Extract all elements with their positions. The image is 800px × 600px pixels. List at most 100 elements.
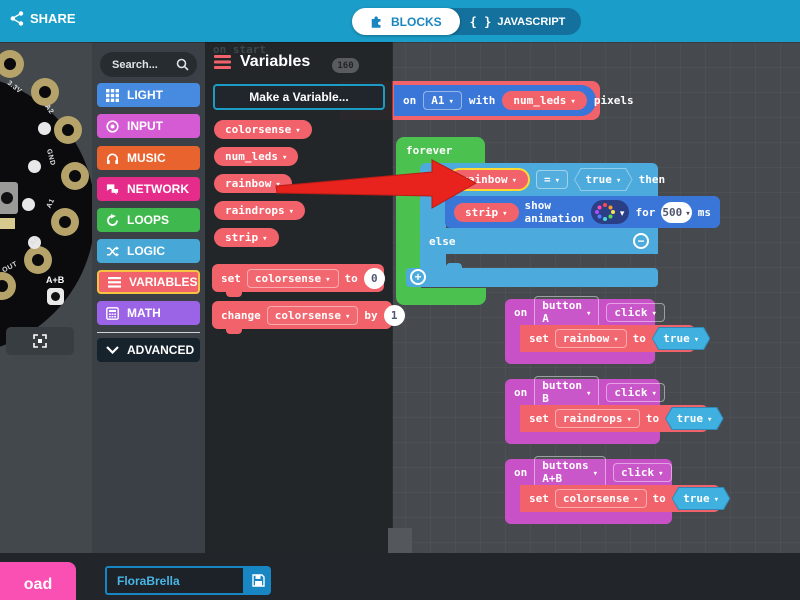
aplusb-button[interactable]: [47, 288, 64, 305]
add-else-button[interactable]: +: [410, 269, 426, 285]
set-rainbow-block[interactable]: set rainbow to true true: [520, 325, 711, 352]
change-variable-block[interactable]: change colorsense by 1: [212, 301, 405, 334]
true-value-hex[interactable]: true true: [665, 407, 724, 430]
chevron-down-icon: [498, 206, 507, 219]
true-value-hex[interactable]: true true: [671, 487, 731, 510]
board-pad[interactable]: [24, 246, 52, 274]
board-pad[interactable]: [61, 162, 89, 190]
download-button[interactable]: oad: [0, 562, 76, 600]
search-input[interactable]: [112, 58, 176, 71]
sidebar-item-input[interactable]: INPUT: [97, 114, 200, 138]
button-dropdown[interactable]: button B: [534, 376, 600, 408]
category-sidebar: LIGHT INPUT MUSIC NETWORK: [92, 42, 205, 553]
variable-dropdown[interactable]: colorsense: [266, 305, 359, 325]
sidebar-item-advanced[interactable]: ADVANCED: [97, 338, 200, 362]
variable-pill-strip[interactable]: strip: [214, 228, 279, 247]
variable-pill-num-leds[interactable]: num_leds: [214, 147, 299, 166]
chevron-down-icon: [445, 94, 454, 107]
animation-preview-dropdown[interactable]: [590, 200, 630, 224]
sidebar-divider: [97, 332, 200, 333]
chevron-down-icon: [341, 309, 350, 322]
filename-input[interactable]: [105, 566, 245, 595]
variable-dropdown[interactable]: rainbow: [554, 329, 627, 348]
rainbow-condition-pill[interactable]: rainbow: [448, 168, 531, 191]
variable-dropdown[interactable]: raindrops: [554, 409, 640, 428]
port-dropdown[interactable]: A1: [423, 91, 462, 110]
set-variable-block[interactable]: set colorsense to 0: [212, 264, 385, 297]
variable-pill-raindrops[interactable]: raindrops: [214, 201, 306, 220]
board-button[interactable]: [0, 182, 18, 214]
sidebar-item-loops[interactable]: LOOPS: [97, 208, 200, 232]
share-button[interactable]: SHARE: [10, 11, 76, 26]
set-colorsense-block[interactable]: set colorsense to true true: [520, 485, 731, 512]
variable-pill-rainbow[interactable]: rainbow: [214, 174, 292, 193]
board-led: [22, 198, 35, 211]
make-variable-button[interactable]: Make a Variable...: [213, 84, 385, 110]
if-block-header[interactable]: if rainbow = true true then: [420, 163, 665, 196]
puzzle-notch: [226, 292, 242, 297]
sidebar-item-label: ADVANCED: [127, 343, 195, 357]
sidebar-item-label: LIGHT: [127, 88, 163, 102]
strip-pill[interactable]: strip: [454, 202, 519, 222]
button-dropdown[interactable]: button A: [534, 296, 600, 328]
block-workspace[interactable]: on A1 with num_leds pixels forever if ra…: [205, 42, 800, 553]
hamburger-icon: [108, 276, 121, 288]
fullscreen-button[interactable]: [6, 327, 74, 355]
num-leds-pill[interactable]: num_leds: [502, 91, 587, 110]
value-input[interactable]: 0: [363, 267, 385, 289]
chevron-down-icon: [648, 306, 657, 319]
chevron-down-icon: [271, 177, 280, 190]
board-pad[interactable]: [51, 208, 79, 236]
true-condition-hex[interactable]: true true: [574, 168, 633, 191]
flyout-scrollbar-corner[interactable]: [388, 528, 412, 553]
sidebar-item-math[interactable]: MATH: [97, 301, 200, 325]
chevron-down-icon: [616, 203, 625, 221]
show-animation-block[interactable]: strip show animation for 500 ms: [445, 196, 720, 228]
show-animation-label: show animation: [524, 199, 585, 225]
duration-dropdown[interactable]: 500: [661, 201, 692, 223]
if-block-closing[interactable]: +: [406, 263, 658, 287]
chevron-down-icon: [278, 150, 287, 163]
click-dropdown[interactable]: click: [606, 382, 665, 402]
true-value-hex[interactable]: true true: [651, 327, 711, 350]
then-label: then: [638, 173, 666, 186]
button-dropdown[interactable]: buttons A+B: [534, 456, 607, 488]
board-pad[interactable]: [0, 50, 24, 78]
on-label: on: [514, 385, 528, 399]
variable-dropdown[interactable]: colorsense: [554, 489, 647, 508]
sidebar-item-variables[interactable]: VARIABLES: [97, 270, 200, 294]
editor-mode-toggle: BLOCKS { } JAVASCRIPT: [352, 8, 582, 35]
click-dropdown[interactable]: click: [613, 462, 672, 482]
to-label: to: [652, 492, 666, 505]
tab-javascript[interactable]: { } JAVASCRIPT: [445, 8, 582, 35]
sidebar-item-light[interactable]: LIGHT: [97, 83, 200, 107]
value-input[interactable]: 1: [383, 304, 405, 326]
click-dropdown[interactable]: click: [606, 302, 665, 322]
search-box[interactable]: [100, 52, 197, 77]
variable-dropdown[interactable]: colorsense: [246, 268, 339, 288]
else-row[interactable]: else −: [420, 228, 658, 254]
rainbow-animation-icon: [594, 203, 615, 221]
remove-else-button[interactable]: −: [633, 233, 649, 249]
forever-block-footer[interactable]: [396, 288, 486, 305]
sidebar-item-logic[interactable]: LOGIC: [97, 239, 200, 263]
variable-pill-colorsense[interactable]: colorsense: [214, 120, 312, 139]
sidebar-item-network[interactable]: NETWORK: [97, 177, 200, 201]
save-button[interactable]: [245, 566, 271, 595]
board-pad[interactable]: [0, 272, 16, 300]
javascript-label: JAVASCRIPT: [497, 15, 566, 28]
on-label: on: [403, 94, 417, 107]
ms-label: ms: [697, 205, 711, 219]
board-pad[interactable]: [54, 116, 82, 144]
blocks-label: BLOCKS: [391, 14, 442, 29]
circuit-playground-board[interactable]: [0, 74, 92, 354]
sidebar-item-music[interactable]: MUSIC: [97, 146, 200, 170]
tab-blocks[interactable]: BLOCKS: [352, 8, 460, 35]
forever-block-header[interactable]: forever: [396, 137, 485, 166]
sidebar-item-label: INPUT: [127, 119, 163, 133]
operator-dropdown[interactable]: =: [536, 170, 569, 189]
set-raindrops-block[interactable]: set raindrops to true true: [520, 405, 724, 432]
board-pad[interactable]: [31, 78, 59, 106]
sidebar-item-label: MUSIC: [127, 151, 166, 165]
on-label: on: [514, 465, 528, 479]
